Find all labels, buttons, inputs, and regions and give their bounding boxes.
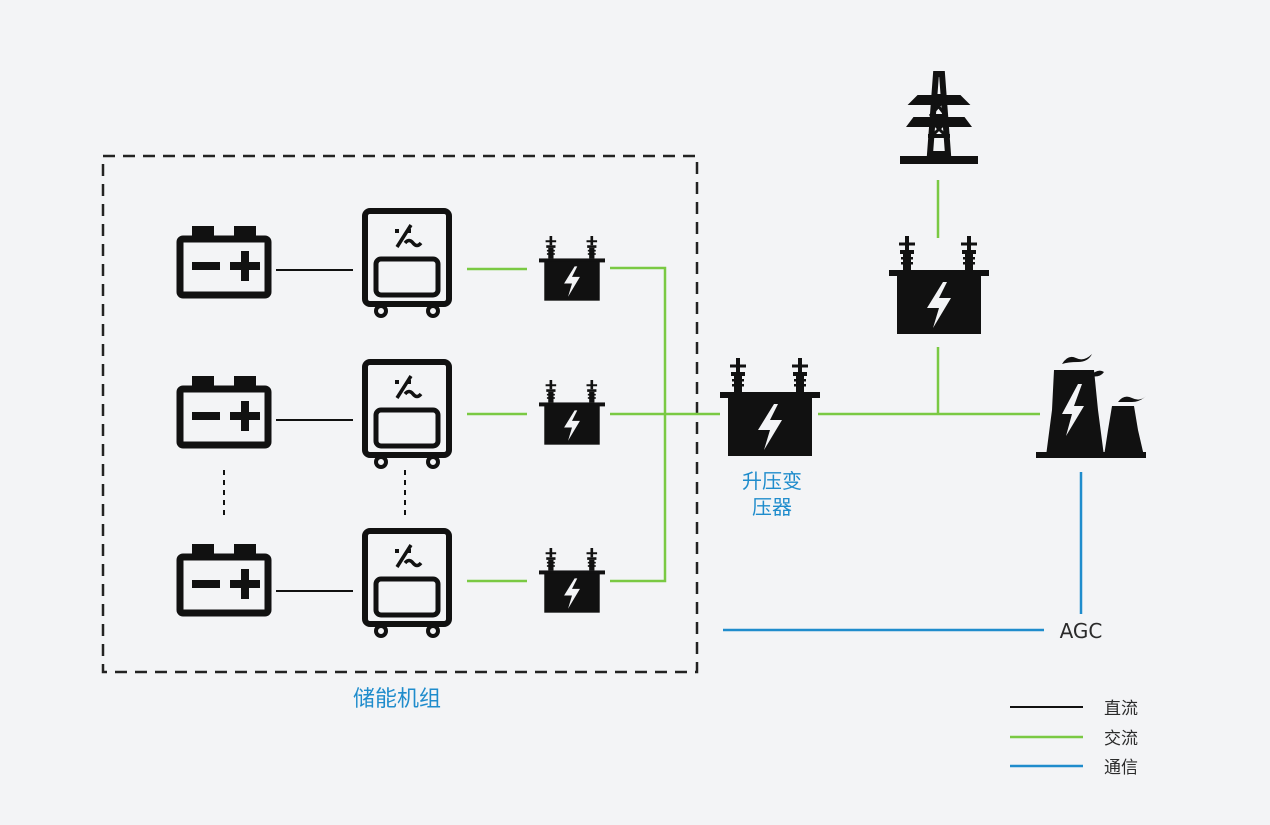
power-plant-icon bbox=[1036, 354, 1146, 458]
comm-lines bbox=[723, 472, 1083, 632]
battery-icon bbox=[180, 544, 268, 613]
ac-lines bbox=[467, 180, 1040, 583]
dc-lines bbox=[223, 269, 406, 592]
legend-ac-label: 交流 bbox=[1104, 729, 1138, 749]
inverter-icon bbox=[365, 362, 449, 467]
transformer-icon bbox=[537, 380, 607, 446]
agc-label: AGC bbox=[1060, 619, 1103, 643]
step-up-transformer-label: 升压变 bbox=[742, 469, 802, 493]
inverter-icon bbox=[365, 531, 449, 636]
inverter-icon bbox=[365, 211, 449, 316]
step-up-transformer-label-line2: 压器 bbox=[752, 495, 792, 519]
legend-comm-label: 通信 bbox=[1104, 758, 1138, 778]
transmission-tower-icon bbox=[900, 71, 978, 164]
battery-icon bbox=[180, 376, 268, 445]
storage-group-label: 储能机组 bbox=[353, 687, 441, 712]
transformer-icon bbox=[537, 236, 607, 302]
step-up-transformer-icon bbox=[720, 358, 820, 458]
legend: 直流 交流 通信 bbox=[1010, 699, 1138, 778]
battery-icon bbox=[180, 226, 268, 295]
transformer-icon bbox=[888, 236, 990, 336]
legend-dc-label: 直流 bbox=[1104, 699, 1138, 719]
transformer-icon bbox=[537, 548, 607, 614]
